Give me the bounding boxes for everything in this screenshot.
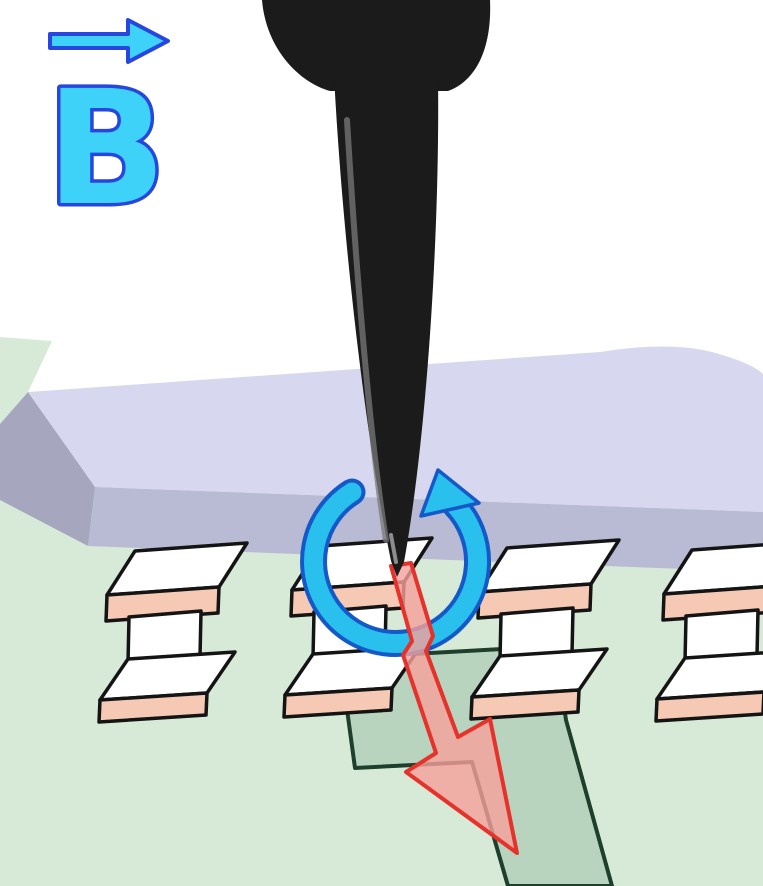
probe-cone <box>334 75 439 577</box>
probe-handle <box>262 0 491 91</box>
field-ring-arrowhead-icon <box>419 468 481 518</box>
current-arrow-icon <box>389 561 519 855</box>
b-vector-arrow-icon <box>48 18 170 64</box>
probe-tip-highlight <box>389 533 398 564</box>
field-ring <box>304 482 488 653</box>
probe-highlight <box>344 117 389 543</box>
b-field-label: B <box>46 57 166 241</box>
pcb-back-edge <box>0 337 52 424</box>
chip-left-face <box>0 392 95 546</box>
